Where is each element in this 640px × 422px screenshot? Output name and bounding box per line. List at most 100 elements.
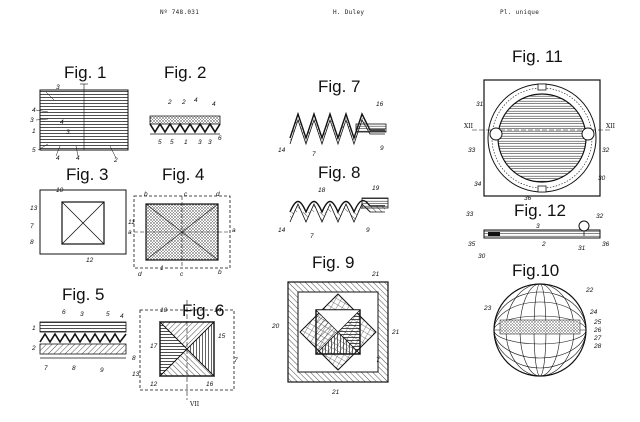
ref-label: c bbox=[184, 191, 188, 198]
ref-label: 7 bbox=[30, 223, 34, 230]
ref-label: 7 bbox=[312, 151, 316, 158]
ref-label: 13 bbox=[132, 371, 140, 378]
figure-12-title: Fig. 12 bbox=[514, 201, 566, 220]
ref-label: 30 bbox=[478, 253, 486, 260]
ref-label: 21 bbox=[371, 271, 380, 278]
ref-label: 3 bbox=[30, 117, 34, 124]
ref-label: 27 bbox=[593, 335, 602, 342]
ref-label: 15 bbox=[218, 333, 226, 340]
figure-3: Fig. 3 10 13 7 8 11 12 bbox=[30, 165, 135, 264]
ref-label: 13 bbox=[30, 205, 38, 212]
figure-3-title: Fig. 3 bbox=[66, 165, 109, 184]
ref-label: 4 bbox=[32, 107, 36, 114]
ref-label: 1 bbox=[32, 128, 36, 135]
ref-label: d bbox=[216, 191, 220, 198]
ref-label: c bbox=[180, 271, 184, 278]
ref-label: 9 bbox=[366, 227, 370, 234]
ref-label: 33 bbox=[468, 147, 476, 154]
ref-label: 14 bbox=[278, 147, 286, 154]
ref-label: 12 bbox=[86, 257, 94, 264]
figure-8-title: Fig. 8 bbox=[318, 163, 361, 182]
ref-label: 5 bbox=[32, 147, 36, 154]
figure-1-title: Fig. 1 bbox=[64, 63, 107, 82]
ref-label: 4 bbox=[194, 97, 198, 104]
ref-label: 5 bbox=[158, 139, 162, 146]
ref-label: 20 bbox=[271, 323, 280, 330]
ref-label: 2 bbox=[113, 157, 118, 164]
ref-label: 2 bbox=[31, 345, 36, 352]
ref-label: 30 bbox=[598, 175, 606, 182]
ref-label: 1 bbox=[184, 139, 188, 146]
ref-label: 2 bbox=[167, 99, 172, 106]
ref-label: 14 bbox=[278, 227, 286, 234]
figure-5: Fig. 5 1 2 6 3 5 4 7 8 9 bbox=[31, 285, 127, 374]
ref-label: 8 bbox=[30, 239, 34, 246]
ref-label: 28 bbox=[593, 343, 602, 350]
ref-label: 7 bbox=[234, 357, 238, 364]
figure-2-title: Fig. 2 bbox=[164, 63, 207, 82]
ref-label: 3 bbox=[536, 223, 540, 230]
section-mark: VII bbox=[189, 401, 200, 408]
figure-9: Fig. 9 21 20 21 7 21 bbox=[271, 253, 400, 396]
ref-label: 8 bbox=[132, 355, 136, 362]
ref-label: 12 bbox=[150, 381, 158, 388]
ref-label: 10 bbox=[56, 187, 64, 194]
figure-9-title: Fig. 9 bbox=[312, 253, 355, 272]
ref-label: 5 bbox=[170, 139, 174, 146]
ref-label: 4 bbox=[56, 155, 60, 162]
ref-label: 25 bbox=[593, 319, 602, 326]
figure-7-title: Fig. 7 bbox=[318, 77, 361, 96]
ref-label: b bbox=[144, 191, 148, 198]
ref-label: 21 bbox=[331, 389, 340, 396]
ref-label: 19 bbox=[372, 185, 380, 192]
ref-label: 21 bbox=[391, 329, 400, 336]
figure-6: Fig. 6 10 14 15 17 8 13 12 16 7 VII bbox=[132, 300, 238, 408]
ref-label: 4 bbox=[120, 313, 124, 320]
ref-label: 31 bbox=[476, 101, 484, 108]
ref-label: 31 bbox=[578, 245, 586, 252]
figure-4-title: Fig. 4 bbox=[162, 165, 205, 184]
figure-7: Fig. 7 16 14 7 9 bbox=[278, 77, 387, 158]
figure-4: Fig. 4 b c d a b c d a 1 bbox=[128, 165, 236, 278]
figure-12: Fig. 12 33 32 3 35 30 31 36 2 bbox=[466, 201, 610, 260]
plate-label: Pl. unique bbox=[500, 9, 540, 16]
ref-label: 33 bbox=[466, 211, 474, 218]
ref-label: 22 bbox=[585, 287, 594, 294]
figure-10-title: Fig.10 bbox=[512, 261, 559, 280]
figure-11-title: Fig. 11 bbox=[512, 47, 563, 66]
ref-label: 1 bbox=[32, 325, 36, 332]
ref-label: 34 bbox=[474, 181, 482, 188]
ref-label: 7 bbox=[44, 365, 48, 372]
section-mark: XII bbox=[606, 123, 616, 130]
ref-label: 3 bbox=[80, 311, 84, 318]
ref-label: 26 bbox=[593, 327, 602, 334]
ref-label: 8 bbox=[72, 365, 76, 372]
ref-label: a bbox=[128, 229, 132, 236]
ref-label: 36 bbox=[524, 195, 532, 202]
ref-label: 18 bbox=[318, 187, 326, 194]
figure-8: Fig. 8 18 19 14 7 9 bbox=[278, 163, 389, 240]
ref-label: 3 bbox=[66, 129, 70, 136]
ref-label: 4 bbox=[60, 119, 64, 126]
ref-label: 24 bbox=[589, 309, 598, 316]
ref-label: d bbox=[138, 271, 142, 278]
ref-label: 3 bbox=[198, 139, 202, 146]
ref-label: 3 bbox=[208, 139, 212, 146]
ref-label: 3 bbox=[56, 84, 60, 91]
ref-label: 1 bbox=[160, 265, 164, 272]
figure-6-title: Fig. 6 bbox=[182, 301, 225, 320]
ref-label: 4 bbox=[76, 155, 80, 162]
ref-label: a bbox=[232, 227, 236, 234]
ref-label: 36 bbox=[602, 241, 610, 248]
ref-label: 23 bbox=[483, 305, 492, 312]
ref-label: 35 bbox=[468, 241, 476, 248]
figure-11: Fig. 11 31 33 34 36 32 30 XII XII bbox=[464, 47, 616, 202]
figure-2: Fig. 2 2 2 4 4 5 5 1 3 3 6 bbox=[149, 63, 222, 146]
ref-label: 11 bbox=[128, 219, 135, 226]
patent-number: Nº 748.031 bbox=[160, 9, 200, 16]
ref-label: 6 bbox=[218, 135, 222, 142]
ref-label: 16 bbox=[376, 101, 384, 108]
ref-label: 7 bbox=[310, 233, 314, 240]
